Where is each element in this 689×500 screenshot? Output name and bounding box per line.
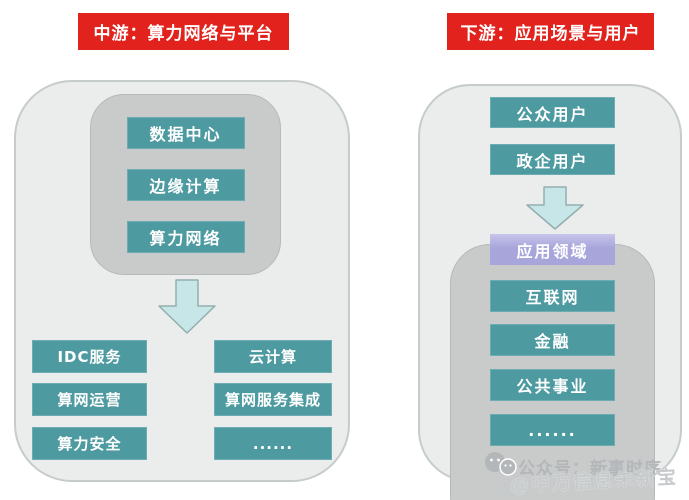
node-public-users: 公众用户	[490, 97, 615, 128]
node-finance: 金融	[490, 324, 615, 356]
node-data-center: 数据中心	[126, 116, 245, 149]
wechat-icon	[485, 452, 517, 476]
downstream-header: 下游：应用场景与用户	[447, 13, 654, 50]
node-application-domain: 应用领域	[490, 234, 615, 265]
node-edge-computing: 边缘计算	[126, 168, 245, 201]
node-cloud-computing: 云计算	[214, 340, 332, 373]
node-idc-service: IDC服务	[32, 340, 147, 373]
node-ellipsis-right: ......	[490, 414, 615, 446]
node-network-operation: 算网运营	[32, 383, 147, 416]
downstream-panel: 公众用户 政企用户 应用领域 互联网 金融 公共事业 ......	[418, 84, 682, 500]
watermark-account: 公众号：新事时序	[518, 459, 662, 479]
node-public-utilities: 公共事业	[490, 369, 615, 401]
node-ellipsis-left: ......	[214, 427, 332, 460]
node-internet: 互联网	[490, 280, 615, 312]
down-arrow-icon	[158, 279, 216, 334]
node-computing-network: 算力网络	[126, 220, 245, 253]
down-arrow-icon	[526, 186, 584, 230]
node-gov-enterprise-users: 政企用户	[490, 144, 615, 175]
core-network-group: 数据中心 边缘计算 算力网络	[90, 94, 281, 275]
midstream-panel: 数据中心 边缘计算 算力网络 IDC服务 算网运营 算力安全 云计算 算网服务集…	[14, 80, 350, 482]
node-service-integration: 算网服务集成	[214, 383, 332, 416]
midstream-header: 中游：算力网络与平台	[78, 13, 289, 50]
weibo-icon	[496, 475, 522, 496]
node-computing-security: 算力安全	[32, 427, 147, 460]
